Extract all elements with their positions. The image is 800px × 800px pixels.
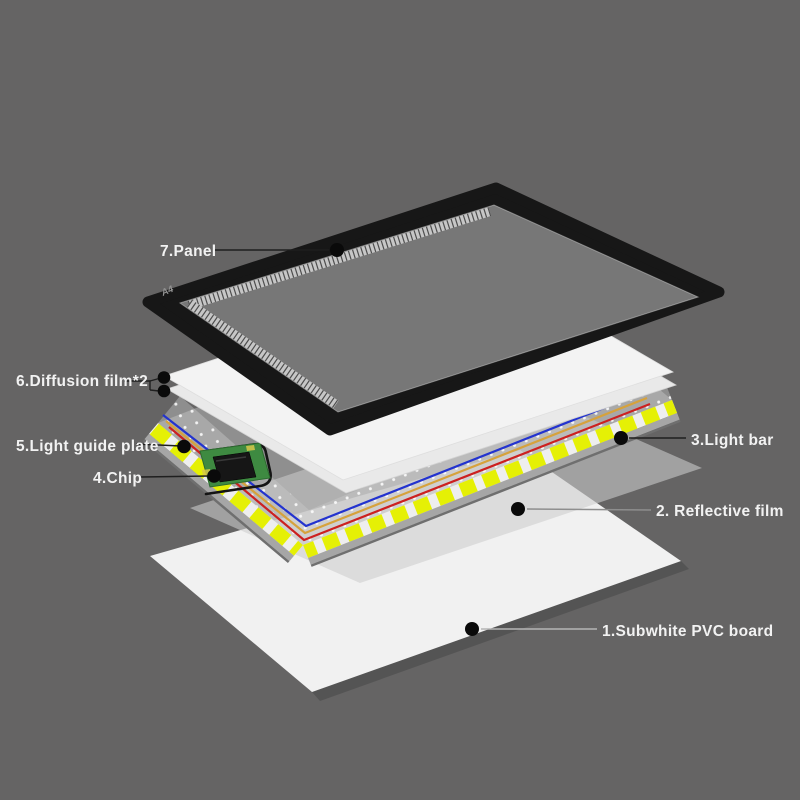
callout-chip: 4.Chip bbox=[93, 469, 221, 487]
label-light-guide-plate: 5.Light guide plate bbox=[16, 438, 159, 455]
label-dot-light-bar bbox=[614, 431, 628, 445]
callout-light-bar: 3.Light bar bbox=[614, 431, 774, 449]
ruler-band-left bbox=[186, 299, 339, 409]
panel-logo: A4 bbox=[159, 283, 176, 299]
callout-light-guide-plate: 5.Light guide plate bbox=[16, 438, 191, 455]
light-bar-bevel bbox=[308, 413, 680, 565]
chip-pad bbox=[246, 445, 255, 451]
ruler-ticks-top bbox=[187, 207, 492, 310]
light-bar-leds bbox=[303, 400, 678, 558]
label-reflective-film: 2. Reflective film bbox=[656, 503, 784, 520]
light-bar-left-run bbox=[142, 423, 303, 563]
callout-reflective-film: 2. Reflective film bbox=[511, 502, 784, 520]
label-panel: 7.Panel bbox=[160, 243, 216, 260]
light-bar-edge bbox=[142, 439, 290, 563]
callout-pvc-board: 1.Subwhite PVC board bbox=[465, 622, 773, 640]
label-dot-chip bbox=[207, 469, 221, 483]
light-bar-leds bbox=[149, 423, 303, 556]
leader-line-chip bbox=[140, 475, 211, 478]
label-diffusion-film: 6.Diffusion film*2 bbox=[16, 373, 148, 390]
light-bar-edge bbox=[310, 419, 681, 567]
label-pvc-board: 1.Subwhite PVC board bbox=[602, 623, 773, 640]
label-dot-panel bbox=[330, 243, 344, 257]
pvc-board-shadow bbox=[312, 561, 689, 701]
label-light-bar: 3.Light bar bbox=[691, 432, 774, 449]
leader-line-reflective bbox=[526, 508, 652, 511]
leader-fork-upper bbox=[149, 377, 160, 382]
panel-glass bbox=[178, 204, 700, 413]
chip-assembly bbox=[199, 442, 272, 496]
chip-ic-highlight bbox=[215, 456, 247, 462]
light-bar-front-run bbox=[303, 400, 681, 567]
callout-panel: 7.Panel bbox=[160, 243, 344, 260]
label-chip: 4.Chip bbox=[93, 470, 142, 487]
callout-diffusion-film: 6.Diffusion film*2 bbox=[16, 371, 171, 398]
leader-line-light-guide bbox=[135, 443, 182, 447]
label-dot-diffusion-2 bbox=[157, 384, 171, 398]
light-bar-bevel bbox=[144, 433, 294, 562]
label-dot-pvc bbox=[465, 622, 479, 636]
label-dot-reflective bbox=[511, 502, 525, 516]
layer-panel: A4 bbox=[142, 182, 725, 436]
label-dot-diffusion-1 bbox=[157, 371, 171, 384]
label-dot-light-guide bbox=[177, 439, 191, 454]
leader-fork-lower bbox=[149, 389, 160, 392]
light-guide-dot-pattern bbox=[158, 367, 672, 545]
callouts: 7.Panel 6.Diffusion film*2 5.Light guide… bbox=[16, 243, 784, 640]
